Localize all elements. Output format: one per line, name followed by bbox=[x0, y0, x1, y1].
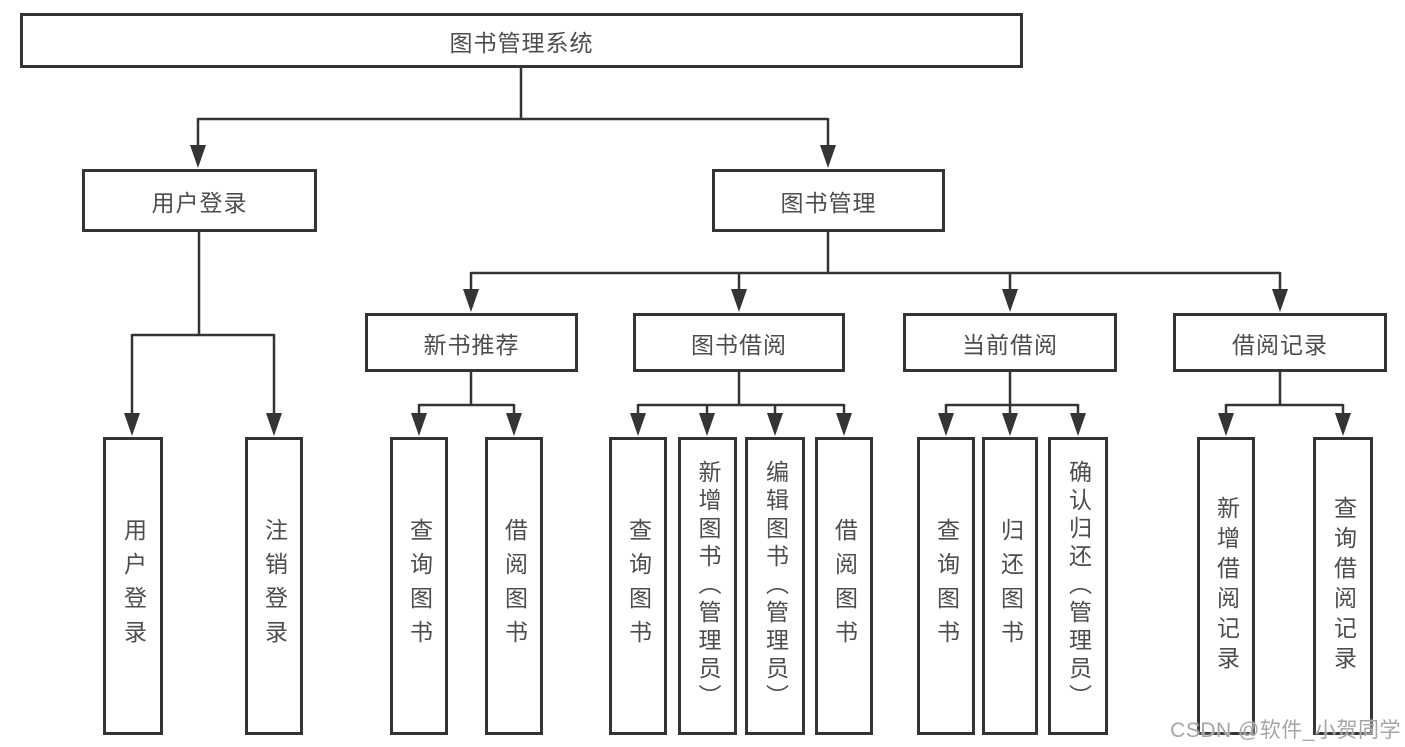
leaf-add-borrow-record: 新增借阅记录 bbox=[1197, 437, 1255, 735]
node-book-management: 图书管理 bbox=[712, 169, 945, 232]
leaf-return-books-label: 归还图书 bbox=[997, 518, 1024, 654]
leaf-recommend-query-books: 查询图书 bbox=[390, 437, 448, 735]
leaf-borrow-query-books: 查询图书 bbox=[609, 437, 667, 735]
leaf-confirm-return-admin-label: 确认归还（管理员） bbox=[1065, 460, 1092, 712]
node-borrow-records-label: 借阅记录 bbox=[1232, 331, 1328, 358]
node-new-book-recommend: 新书推荐 bbox=[365, 313, 578, 372]
leaf-recommend-borrow-books: 借阅图书 bbox=[485, 437, 543, 735]
leaf-borrow-books: 借阅图书 bbox=[815, 437, 873, 735]
leaf-current-query-books-label: 查询图书 bbox=[933, 518, 960, 654]
node-root-label: 图书管理系统 bbox=[449, 29, 594, 56]
leaf-logout-label: 注销登录 bbox=[261, 518, 288, 654]
leaf-recommend-query-books-label: 查询图书 bbox=[406, 518, 433, 654]
leaf-query-borrow-record-label: 查询借阅记录 bbox=[1330, 496, 1357, 676]
node-user-login: 用户登录 bbox=[82, 169, 317, 232]
node-new-book-recommend-label: 新书推荐 bbox=[423, 331, 520, 358]
leaf-logout: 注销登录 bbox=[245, 437, 303, 735]
node-user-login-label: 用户登录 bbox=[151, 189, 248, 216]
node-book-management-label: 图书管理 bbox=[780, 189, 877, 216]
leaf-user-login-label: 用户登录 bbox=[120, 518, 147, 654]
leaf-recommend-borrow-books-label: 借阅图书 bbox=[501, 518, 528, 654]
leaf-borrow-books-label: 借阅图书 bbox=[831, 518, 858, 654]
node-current-borrow-label: 当前借阅 bbox=[962, 331, 1058, 358]
leaf-query-borrow-record: 查询借阅记录 bbox=[1313, 437, 1373, 735]
node-book-borrow-label: 图书借阅 bbox=[691, 331, 787, 358]
leaf-add-books-admin: 新增图书（管理员） bbox=[678, 437, 737, 735]
leaf-current-query-books: 查询图书 bbox=[917, 437, 975, 735]
csdn-watermark: CSDN @软件_小贺同学 bbox=[1170, 719, 1401, 742]
leaf-add-books-admin-label: 新增图书（管理员） bbox=[695, 460, 721, 712]
leaf-edit-books-admin: 编辑图书（管理员） bbox=[745, 437, 805, 735]
node-root: 图书管理系统 bbox=[20, 13, 1023, 68]
leaf-user-login: 用户登录 bbox=[103, 437, 163, 735]
leaf-return-books: 归还图书 bbox=[982, 437, 1038, 735]
node-borrow-records: 借阅记录 bbox=[1173, 313, 1387, 372]
tree-edges bbox=[130, 68, 1345, 416]
leaf-add-borrow-record-label: 新增借阅记录 bbox=[1213, 496, 1240, 676]
node-current-borrow: 当前借阅 bbox=[903, 313, 1117, 372]
leaf-confirm-return-admin: 确认归还（管理员） bbox=[1048, 437, 1108, 735]
leaf-borrow-query-books-label: 查询图书 bbox=[625, 518, 652, 654]
leaf-edit-books-admin-label: 编辑图书（管理员） bbox=[762, 460, 789, 712]
node-book-borrow: 图书借阅 bbox=[633, 313, 845, 372]
arrowheads bbox=[124, 145, 1351, 436]
